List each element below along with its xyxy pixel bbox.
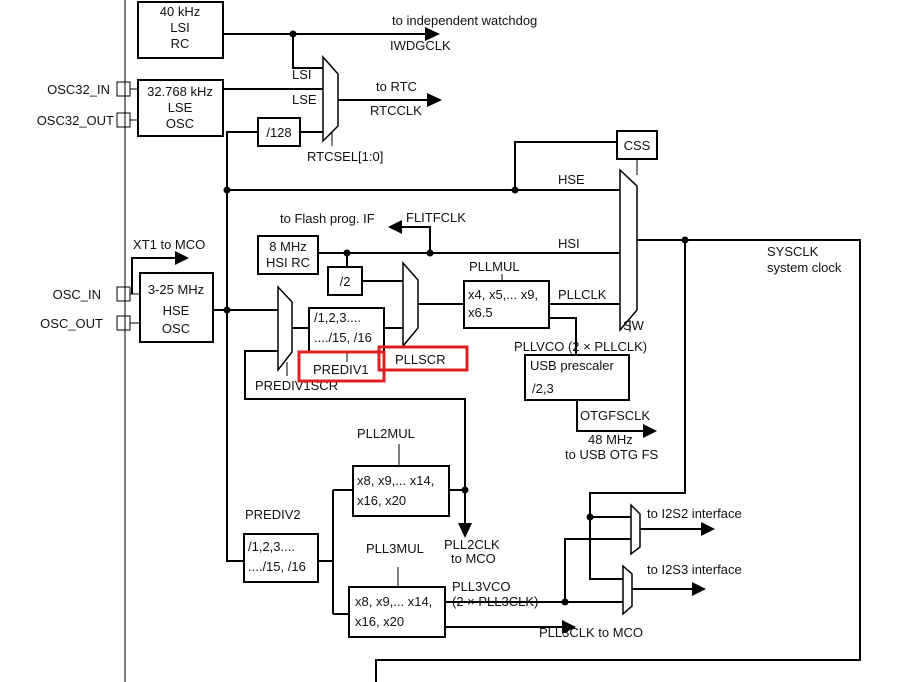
div128-label: /128: [266, 125, 291, 140]
to-flash-label: to Flash prog. IF: [280, 211, 375, 226]
prediv2-range-2: ..../15, /16: [248, 559, 306, 574]
lsi-type: RC: [171, 36, 190, 51]
to-i2s3-label: to I2S3 interface: [647, 562, 742, 577]
pll3mul-label: PLL3MUL: [366, 541, 424, 556]
to-rtc-label: to RTC: [376, 79, 417, 94]
mux-lsi-label: LSI: [292, 67, 312, 82]
pllmul-range-1: x4, x5,... x9,: [468, 287, 538, 302]
hse-type: OSC: [162, 321, 190, 336]
hse-osc-block: 3-25 MHz HSE OSC: [139, 272, 214, 343]
pllscr-label: PLLSCR: [395, 352, 446, 367]
prediv2-label: PREDIV2: [245, 507, 301, 522]
rtcsel-label: RTCSEL[1:0]: [307, 149, 383, 164]
pll2-range-1: x8, x9,... x14,: [357, 473, 434, 488]
lse-freq: 32.768 kHz: [147, 84, 213, 99]
lse-osc-block: 32.768 kHz LSE OSC: [137, 79, 224, 137]
system-clock-label: system clock: [767, 260, 842, 275]
sysclk-label: SYSCLK: [767, 244, 819, 259]
prediv2-range-1: /1,2,3....: [248, 539, 295, 554]
prediv1-range-2: ..../15, /16: [314, 330, 372, 345]
usb-prescaler-div: /2,3: [532, 381, 554, 396]
hse-freq: 3-25 MHz: [148, 282, 204, 297]
pllmul-range-2: x6.5: [468, 305, 493, 320]
hsi-line-label: HSI: [558, 236, 580, 251]
lsi-name: LSI: [170, 20, 190, 35]
iwdg-destination: to independent watchdog: [392, 13, 537, 28]
usb-prescaler-block: [524, 354, 630, 401]
otgfsclk-label: OTGFSCLK: [580, 408, 650, 423]
osc-in-label: OSC_IN: [53, 287, 101, 302]
pll2-range-2: x16, x20: [357, 493, 406, 508]
pllmul-label: PLLMUL: [469, 259, 520, 274]
css-label: CSS: [624, 138, 651, 153]
usb-48mhz-label: 48 MHz: [588, 432, 633, 447]
osc32-in-label: OSC32_IN: [47, 82, 110, 97]
to-i2s2-label: to I2S2 interface: [647, 506, 742, 521]
pll2mul-block: [352, 465, 450, 517]
pllscr-mux: [402, 261, 419, 349]
prediv1-label: PREDIV1: [313, 362, 369, 377]
osc-out-label: OSC_OUT: [40, 316, 103, 331]
osc-out-pin: [116, 315, 131, 331]
prediv1-range-1: /1,2,3....: [314, 310, 361, 325]
lsi-freq: 40 kHz: [160, 4, 200, 19]
prediv2-block: [243, 533, 319, 583]
pllscr-highlight: [377, 345, 469, 372]
osc-in-pin: [116, 286, 131, 302]
hsi-rc-block: 8 MHz HSI RC: [257, 235, 319, 275]
i2s2-mux: [630, 503, 641, 556]
hsi-name: HSI RC: [266, 255, 310, 270]
lse-name: LSE: [168, 100, 193, 115]
lse-type: OSC: [166, 116, 194, 131]
osc32-out-pin: [116, 112, 131, 128]
pllclk-label: PLLCLK: [558, 287, 607, 302]
xt1-mco-label: XT1 to MCO: [133, 237, 205, 252]
pll2clk-label: PLL2CLK: [444, 537, 500, 552]
pllvco-label: PLLVCO (2 × PLLCLK): [514, 339, 647, 354]
sw-label: SW: [623, 318, 645, 333]
hse-line-label: HSE: [558, 172, 585, 187]
rtcclk-label: RTCCLK: [370, 103, 422, 118]
pll2clk-mco-label: to MCO: [451, 551, 496, 566]
usb-prescaler-label: USB prescaler: [530, 358, 614, 373]
pll3vco-formula: (2 × PLL3CLK): [452, 594, 538, 609]
pll2mul-label: PLL2MUL: [357, 426, 415, 441]
pll3clk-mco-label: PLL3CLK to MCO: [539, 625, 643, 640]
osc32-out-label: OSC32_OUT: [37, 113, 114, 128]
css-block: [616, 130, 658, 160]
hse-name: HSE: [163, 303, 190, 318]
flitfclk-label: FLITFCLK: [406, 210, 466, 225]
pll3mul-block: [348, 586, 446, 638]
div2-label: /2: [340, 274, 351, 289]
i2s3-mux: [622, 564, 633, 616]
osc32-in-pin: [116, 81, 131, 97]
hsi-freq: 8 MHz: [269, 239, 307, 254]
pll3vco-label: PLL3VCO: [452, 579, 511, 594]
sw-mux: [619, 168, 638, 333]
pll3-range-2: x16, x20: [355, 614, 404, 629]
prediv1-highlight: [297, 350, 386, 383]
pllmul-block: [463, 280, 550, 329]
mux-lse-label: LSE: [292, 92, 317, 107]
iwdgclk-label: IWDGCLK: [390, 38, 451, 53]
div128-block: [257, 117, 301, 147]
rtcsel-mux: [322, 55, 339, 143]
pll3-range-1: x8, x9,... x14,: [355, 594, 432, 609]
div2-block: [327, 266, 363, 296]
prediv1scr-mux: [277, 285, 293, 373]
lsi-rc-block: 40 kHz LSI RC: [137, 1, 224, 59]
usb-destination-label: to USB OTG FS: [565, 447, 659, 462]
